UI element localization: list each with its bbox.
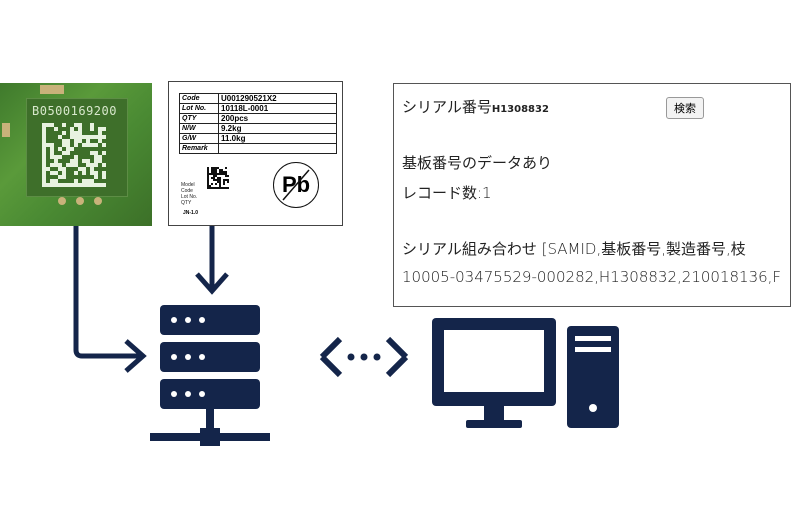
pcb-via bbox=[94, 197, 102, 205]
label-row: Remark bbox=[179, 143, 337, 154]
label-value bbox=[218, 143, 337, 154]
search-button[interactable]: 検索 bbox=[666, 97, 704, 119]
pb-slash-icon bbox=[282, 169, 310, 201]
pcb-photo: B0500169200 bbox=[0, 83, 152, 226]
label-footer: JN-1.0 bbox=[183, 210, 199, 216]
combination-value: 10005-03475529-000282,H1308832,210018136… bbox=[402, 268, 782, 286]
qr-code bbox=[207, 167, 229, 189]
pcb-component bbox=[2, 123, 10, 137]
serial-number-label: シリアル番号 bbox=[402, 98, 492, 116]
server-icon bbox=[150, 305, 270, 446]
arrow-down-icon bbox=[195, 226, 229, 295]
record-count: レコード数:1 bbox=[402, 184, 492, 202]
combination-header: シリアル組み合わせ [SAMID,基板番号,製造番号,枝 bbox=[402, 240, 746, 258]
pcb-component bbox=[40, 85, 64, 94]
pcb-serial-text: B0500169200 bbox=[32, 104, 117, 118]
search-result-panel: シリアル番号H1308832 検索 基板番号のデータあり レコード数:1 シリア… bbox=[393, 83, 791, 307]
desktop-computer-icon bbox=[432, 318, 619, 428]
pcb-via bbox=[58, 197, 66, 205]
found-message: 基板番号のデータあり bbox=[402, 154, 553, 172]
label-small-text: Model Code Lot No. QTY bbox=[181, 182, 198, 206]
pcb-via bbox=[76, 197, 84, 205]
datamatrix-code bbox=[42, 123, 106, 187]
arrow-right-icon bbox=[73, 226, 147, 373]
serial-number-value: H1308832 bbox=[491, 104, 549, 115]
bidirectional-arrow-icon bbox=[319, 336, 409, 378]
serial-number-row: シリアル番号H1308832 bbox=[402, 96, 549, 117]
